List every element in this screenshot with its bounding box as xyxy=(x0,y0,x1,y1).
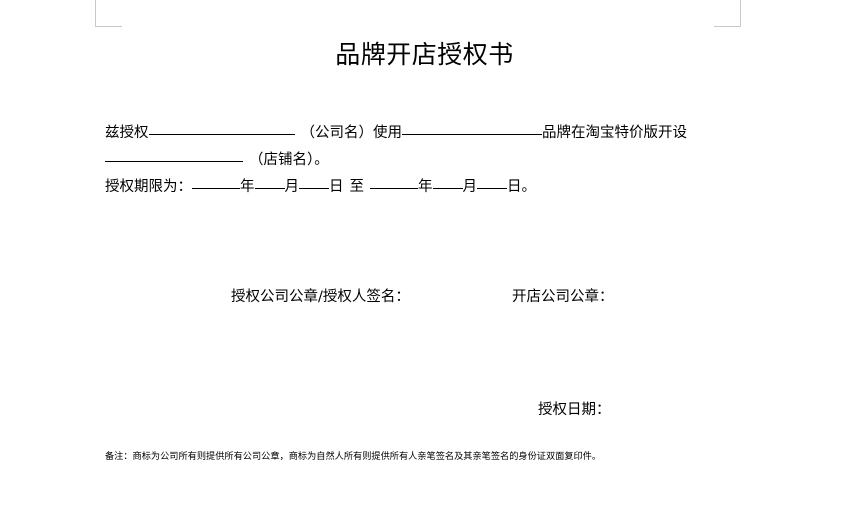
period-lead-text: 授权期限为： xyxy=(105,179,192,195)
company-name-blank[interactable] xyxy=(148,123,295,135)
authorization-date-label: 授权日期： xyxy=(538,402,611,418)
start-month-blank[interactable] xyxy=(254,177,285,189)
end-year-unit: 年 xyxy=(418,179,433,195)
end-month-blank[interactable] xyxy=(432,177,463,189)
start-day-blank[interactable] xyxy=(299,177,329,189)
document-title: 品牌开店授权书 xyxy=(335,40,514,69)
start-year-unit: 年 xyxy=(240,179,255,195)
page-corner-mark-top-right xyxy=(714,0,741,27)
period-end-punctuation: 。 xyxy=(521,179,537,195)
body-paragraph-authorization: 兹授权 （公司名）使用 品牌在淘宝特价版开设 （店铺名）。 xyxy=(105,120,725,174)
start-month-unit: 月 xyxy=(284,179,300,195)
authorizer-seal-label: 授权公司公章/授权人签名： xyxy=(231,289,410,305)
shop-seal-label: 开店公司公章： xyxy=(512,289,614,305)
shop-open-lead-text: 设 xyxy=(672,125,688,141)
authorization-lead-text: 兹授权 xyxy=(105,125,149,141)
end-day-blank[interactable] xyxy=(477,177,507,189)
end-year-blank[interactable] xyxy=(370,177,418,189)
body-paragraph-period: 授权期限为：年月日至年月日。 xyxy=(105,174,725,201)
company-name-label: （公司名）使用 xyxy=(300,125,403,141)
start-day-unit: 日 xyxy=(329,179,344,195)
authorization-tail-text: 品牌在淘宝特价版开 xyxy=(542,125,673,141)
start-year-blank[interactable] xyxy=(192,177,240,189)
footer-remark: 备注：商标为公司所有则提供所有公司公章，商标为自然人所有则提供所有人亲笔签名及其… xyxy=(105,451,602,462)
period-range-separator: 至 xyxy=(349,179,365,195)
shop-name-blank[interactable] xyxy=(105,150,243,162)
end-day-unit: 日 xyxy=(507,179,522,195)
end-month-unit: 月 xyxy=(462,179,478,195)
document-body: 兹授权（公司名）使用品牌在淘宝特价版开设（店铺名）。 授权期限为：年月日至年月日… xyxy=(105,120,725,201)
page-corner-mark-top-left xyxy=(95,0,122,27)
signature-seal-row: 授权公司公章/授权人签名： 开店公司公章： xyxy=(0,285,849,309)
brand-name-blank[interactable] xyxy=(402,123,542,135)
shop-name-label: （店铺名）。 xyxy=(249,152,329,168)
